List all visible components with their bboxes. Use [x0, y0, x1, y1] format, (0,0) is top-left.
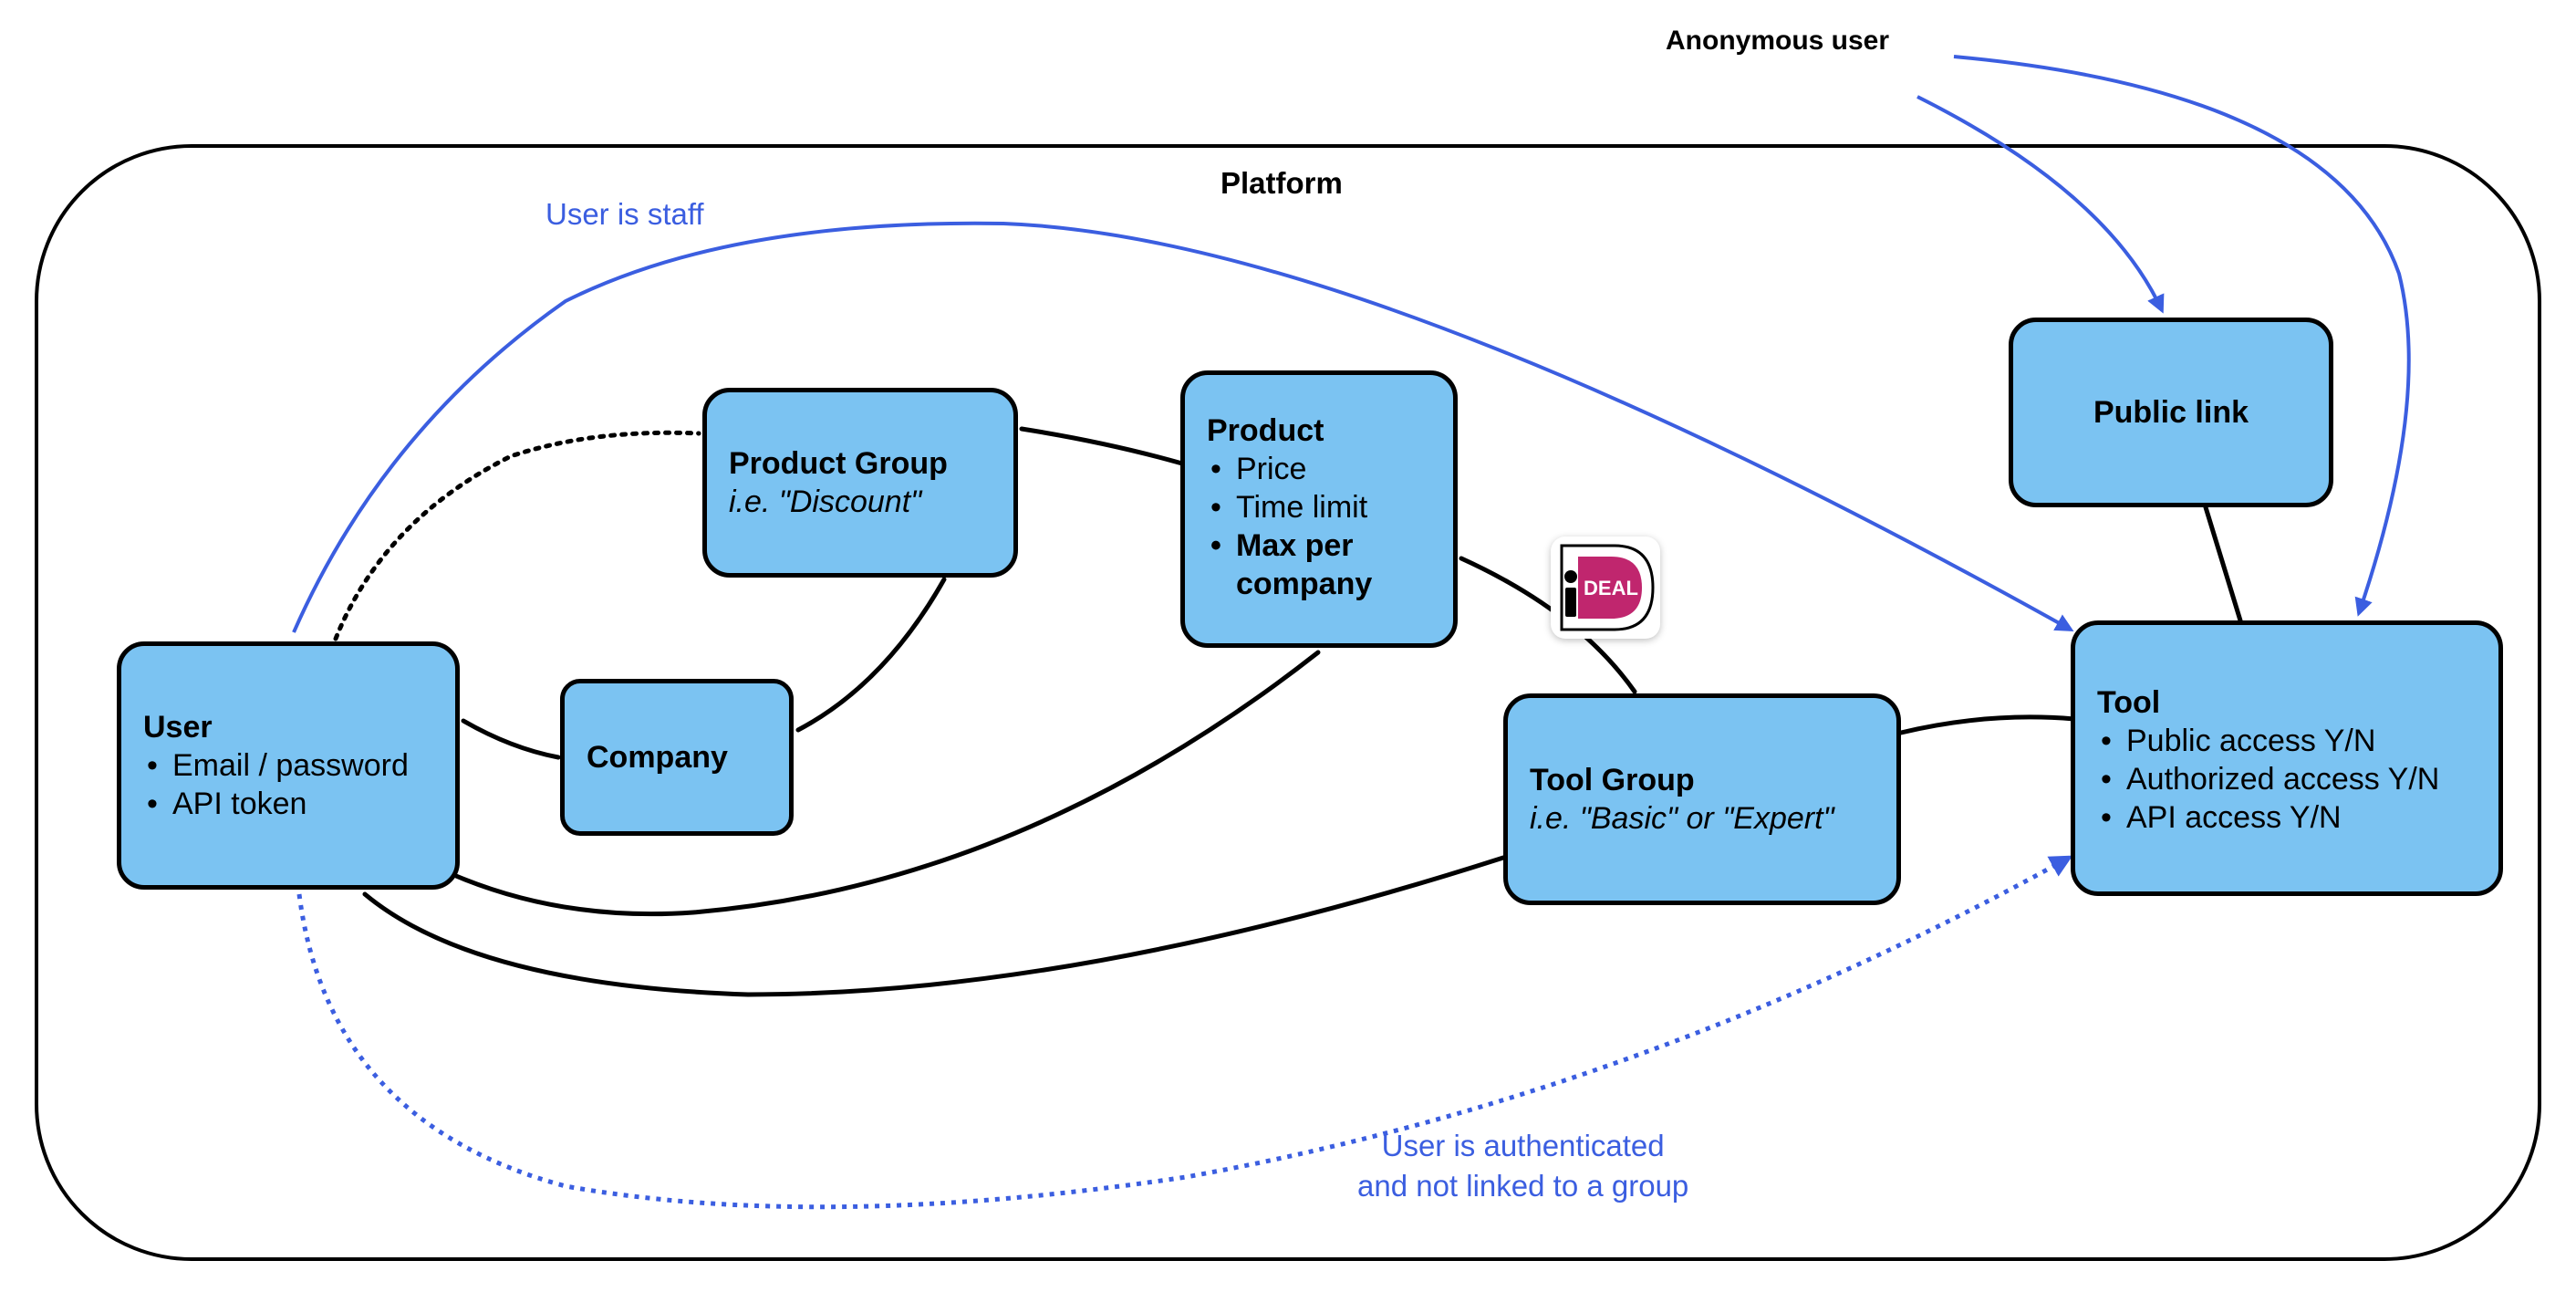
- node-tool-item: Authorized access Y/N: [2097, 760, 2477, 798]
- edge-user-company: [461, 718, 561, 760]
- edge-user-product: [453, 650, 1321, 917]
- node-user-items: Email / password API token: [143, 746, 433, 823]
- platform-container: [35, 144, 2541, 1261]
- user-is-staff-label: User is staff: [545, 197, 704, 231]
- ideal-logo-icon: DEAL: [1560, 544, 1655, 631]
- anonymous-user-label: Anonymous user: [1666, 26, 1890, 56]
- node-user-item: Email / password: [143, 746, 433, 785]
- node-product-item: Max per company: [1207, 526, 1400, 603]
- node-company-title: Company: [587, 740, 728, 775]
- edge-user-productgroup-dotted: [333, 430, 701, 641]
- node-tool-title: Tool: [2097, 685, 2161, 720]
- node-tool-group-title: Tool Group: [1530, 763, 1695, 797]
- node-product[interactable]: Product Price Time limit Max per company: [1180, 370, 1458, 648]
- node-tool-group-subtitle: i.e. "Basic" or "Expert": [1530, 801, 1834, 836]
- node-public-link[interactable]: Public link: [2009, 318, 2333, 507]
- user-authenticated-line2: and not linked to a group: [1357, 1169, 1689, 1203]
- node-product-group-title: Product Group: [729, 446, 948, 481]
- platform-title: Platform: [1220, 166, 1343, 200]
- node-user-item: API token: [143, 785, 433, 823]
- node-product-group[interactable]: Product Group i.e. "Discount": [702, 388, 1018, 578]
- node-tool-item: API access Y/N: [2097, 798, 2477, 837]
- node-tool-items: Public access Y/N Authorized access Y/N …: [2097, 722, 2477, 837]
- node-product-item: Price: [1207, 450, 1431, 488]
- user-authenticated-line1: User is authenticated: [1381, 1129, 1665, 1162]
- node-product-group-subtitle: i.e. "Discount": [729, 484, 922, 519]
- svg-text:DEAL: DEAL: [1584, 577, 1638, 599]
- edge-company-productgroup: [795, 577, 947, 733]
- node-user-title: User: [143, 710, 213, 745]
- node-company[interactable]: Company: [560, 679, 794, 836]
- edge-anonymous-publiclink: [1916, 95, 2165, 314]
- edge-user-authenticated-dotted: [296, 855, 2073, 1210]
- edge-user-toolgroup: [362, 855, 1506, 997]
- edge-user-is-staff: [292, 221, 2074, 633]
- node-tool-group[interactable]: Tool Group i.e. "Basic" or "Expert": [1503, 693, 1901, 905]
- node-product-item: Time limit: [1207, 488, 1431, 526]
- ideal-logo: DEAL: [1551, 537, 1660, 639]
- edge-anonymous-tool: [1953, 55, 2411, 617]
- node-product-items: Price Time limit Max per company: [1207, 450, 1431, 603]
- node-user[interactable]: User Email / password API token: [117, 641, 460, 890]
- node-product-title: Product: [1207, 413, 1324, 448]
- node-public-link-title: Public link: [2093, 395, 2249, 430]
- edge-publiclink-tool: [2203, 505, 2243, 623]
- edge-productgroup-product: [1019, 426, 1185, 466]
- edge-toolgroup-tool: [1898, 714, 2077, 735]
- node-tool[interactable]: Tool Public access Y/N Authorized access…: [2071, 620, 2503, 896]
- node-tool-item: Public access Y/N: [2097, 722, 2477, 760]
- user-authenticated-label: User is authenticated and not linked to …: [1357, 1126, 1688, 1206]
